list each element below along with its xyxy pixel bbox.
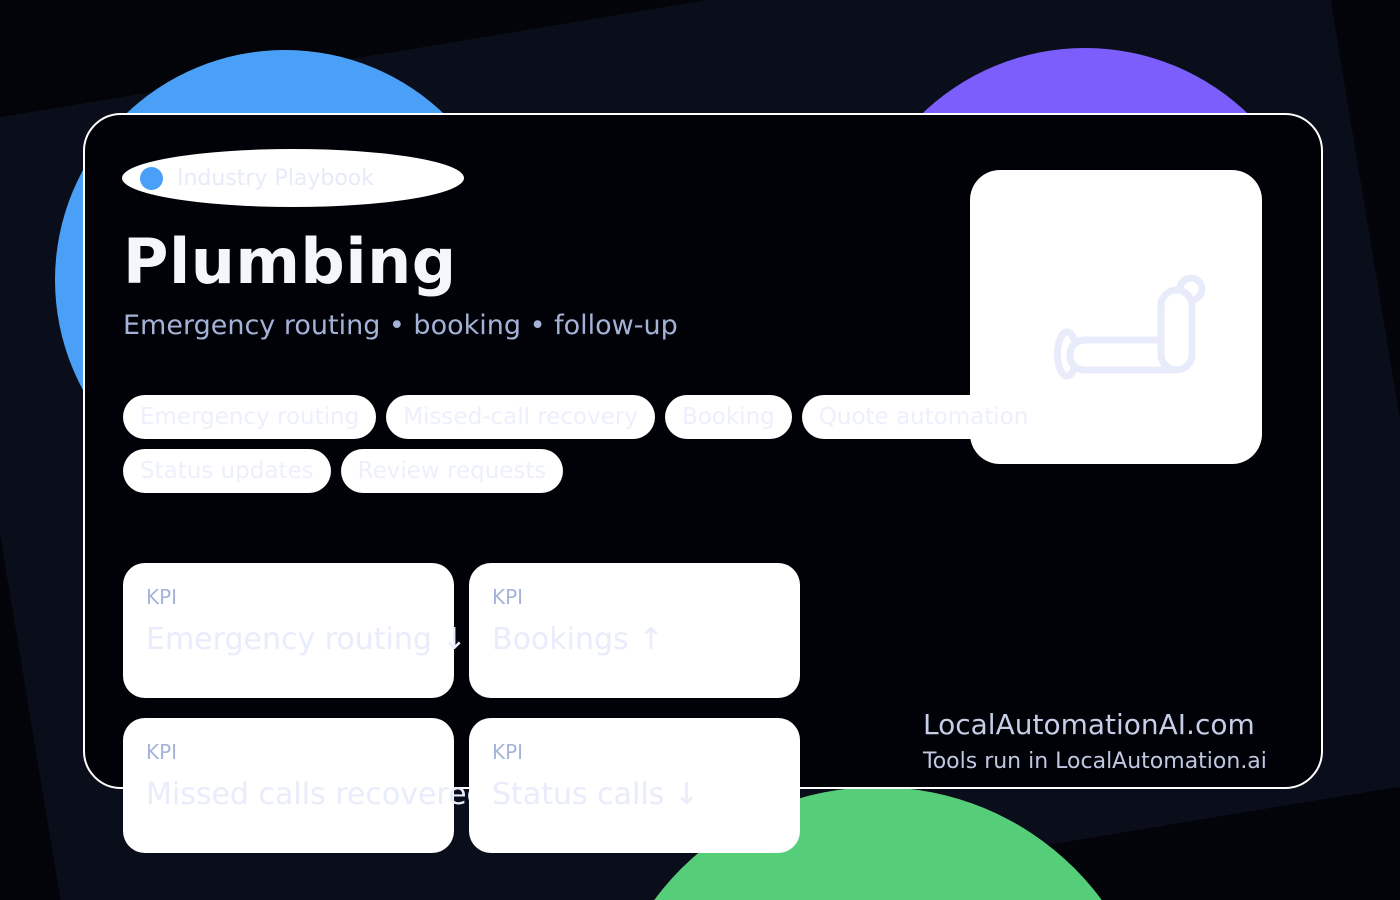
- page-title: Plumbing: [123, 225, 457, 298]
- kpi-card-emergency-routing: KPI Emergency routing ↓: [123, 563, 467, 698]
- brand-site-url: LocalAutomationAI.com: [923, 708, 1255, 741]
- kpi-card-status-calls: KPI Status calls ↓: [469, 718, 800, 853]
- kpi-label: KPI: [146, 585, 178, 609]
- kpi-value: Status calls ↓: [492, 777, 699, 812]
- kpi-card-missed-calls: KPI Missed calls recovered: [123, 718, 486, 853]
- pipe-icon: [1054, 274, 1206, 380]
- tag-quote-automation: Quote automation: [801, 395, 1046, 439]
- dot-icon: [140, 166, 163, 190]
- brand-footer: LocalAutomationAI.com Tools run in Local…: [923, 708, 1267, 774]
- kpi-value: Bookings ↑: [492, 622, 664, 657]
- kpi-grid: KPI Emergency routing ↓ KPI Bookings ↑ K…: [123, 563, 800, 853]
- kpi-value: Emergency routing ↓: [146, 622, 467, 657]
- tag-emergency-routing: Emergency routing: [123, 395, 377, 439]
- badge-label: Industry Playbook: [177, 165, 374, 191]
- tag-booking: Booking: [664, 395, 792, 439]
- tag-missed-call-recovery: Missed-call recovery: [386, 395, 655, 439]
- tag-review-requests: Review requests: [340, 449, 564, 493]
- feature-tag-list: Emergency routing Missed-call recovery B…: [123, 395, 1183, 493]
- kpi-label: KPI: [492, 585, 524, 609]
- page-subtitle: Emergency routing • booking • follow-up: [123, 310, 678, 341]
- kpi-label: KPI: [492, 740, 524, 764]
- brand-tagline: Tools run in LocalAutomation.ai: [923, 749, 1267, 774]
- tag-status-updates: Status updates: [123, 449, 331, 493]
- playbook-card: Industry Playbook Plumbing Emergency rou…: [83, 113, 1323, 853]
- kpi-value: Missed calls recovered: [146, 777, 486, 812]
- kpi-card-bookings: KPI Bookings ↑: [469, 563, 800, 698]
- kpi-label: KPI: [146, 740, 178, 764]
- industry-playbook-badge: Industry Playbook: [122, 149, 464, 207]
